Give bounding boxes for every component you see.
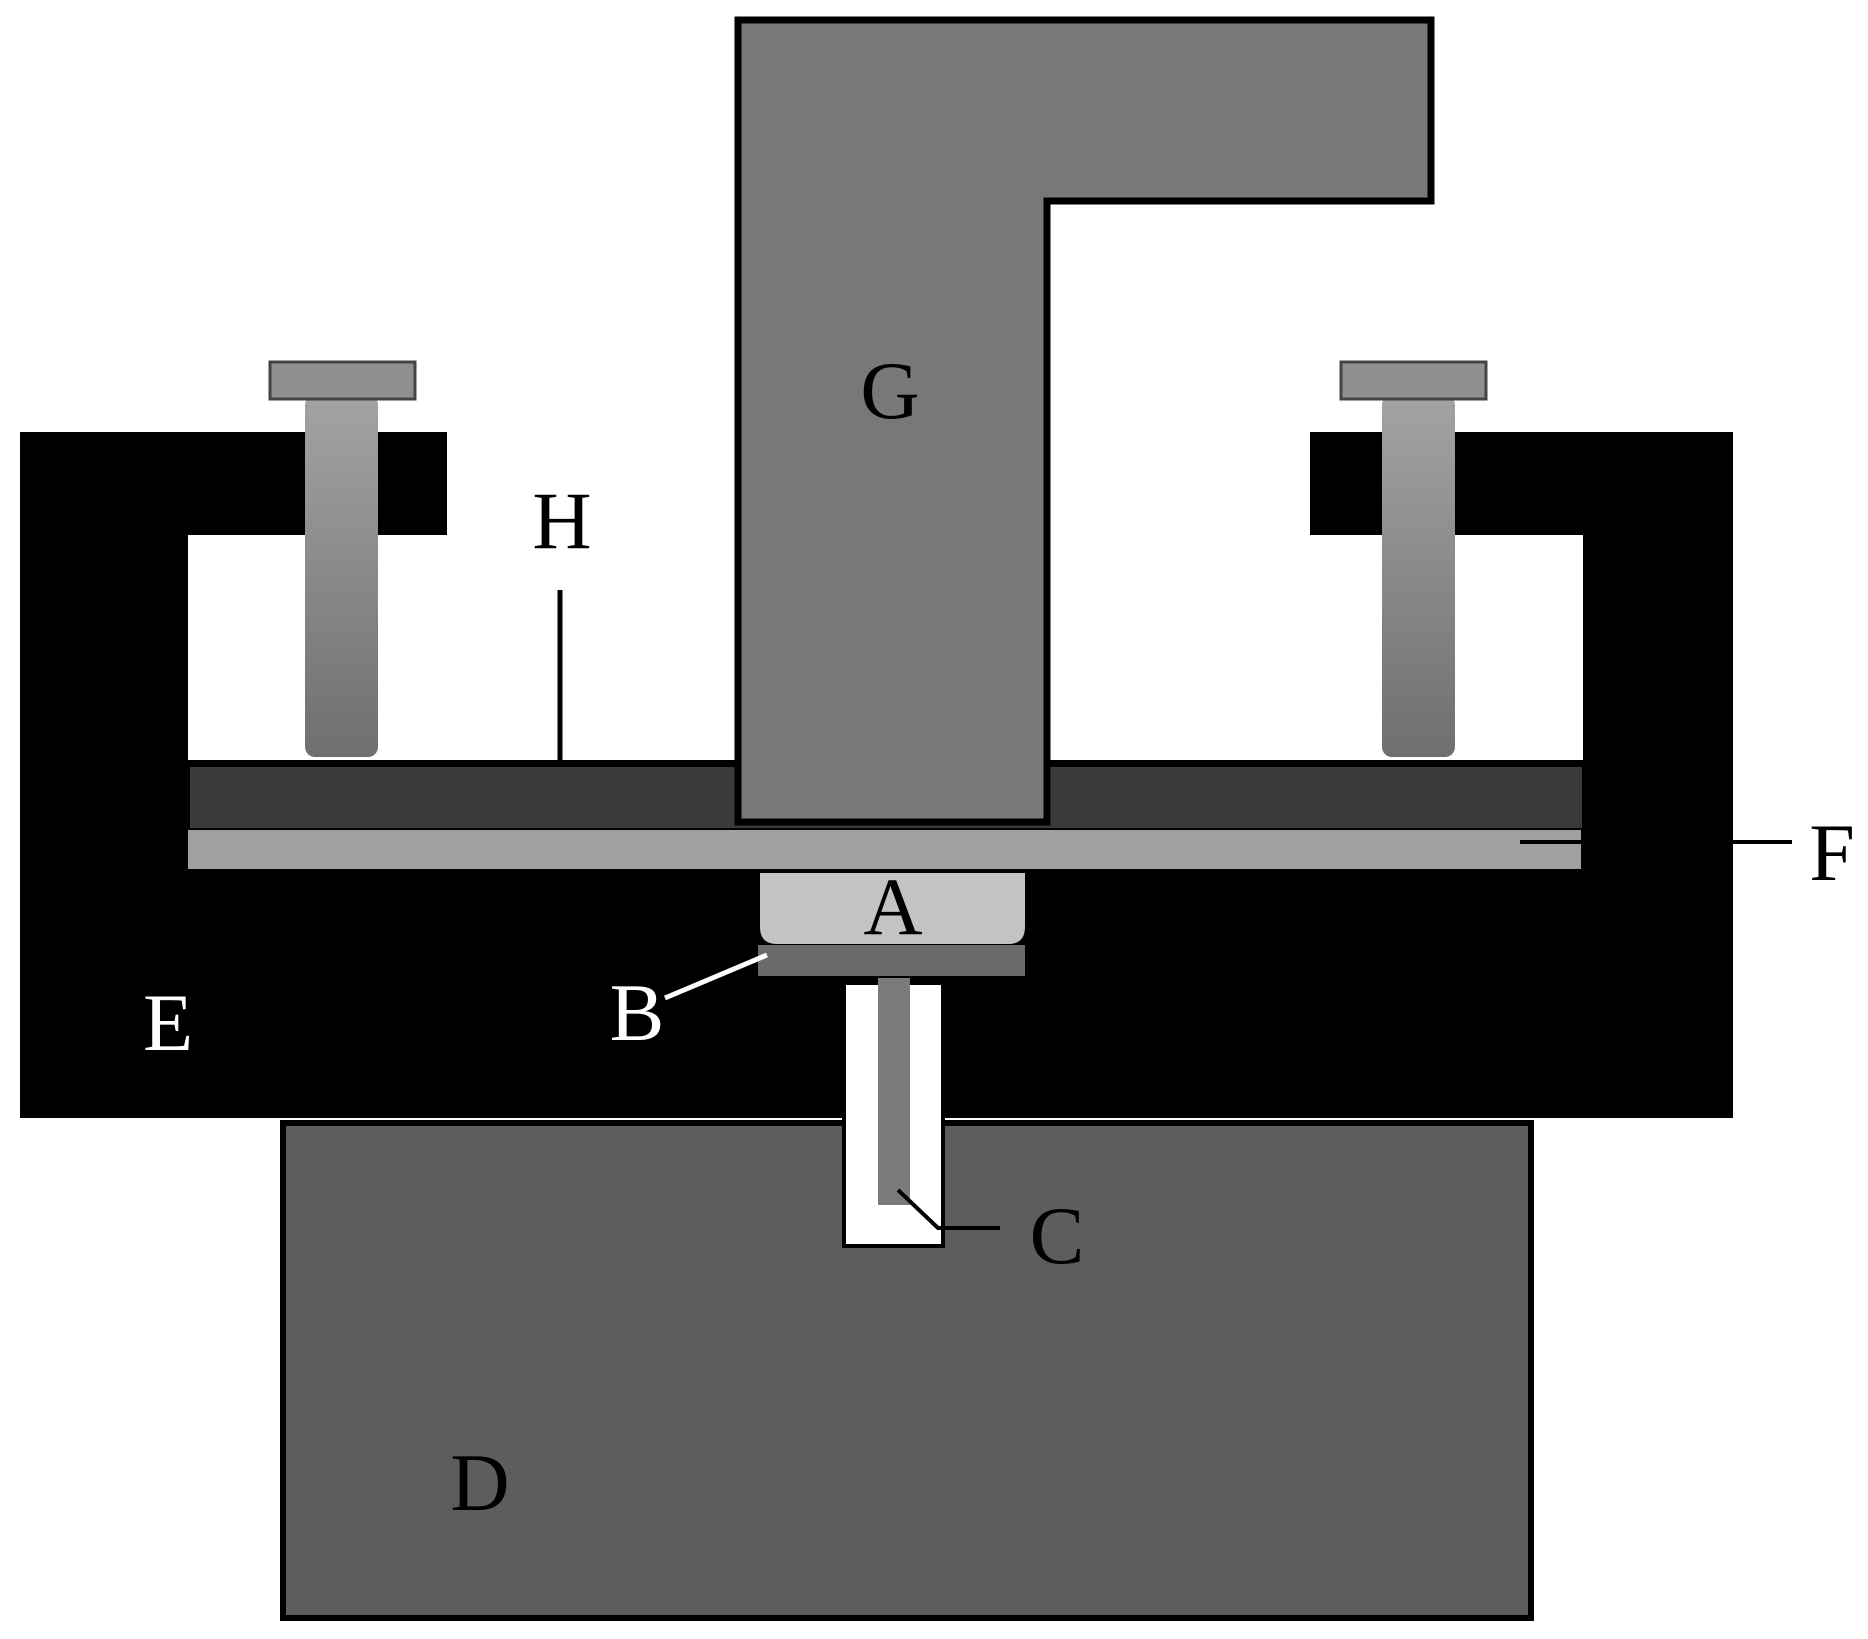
label-B: B — [610, 967, 665, 1058]
label-E: E — [143, 977, 193, 1068]
label-D: D — [450, 1437, 509, 1528]
label-H: H — [532, 475, 591, 566]
leader-line-B — [664, 952, 768, 1001]
probe-C — [878, 978, 910, 1205]
layer-B — [758, 945, 1025, 976]
right-screw-head — [1339, 360, 1488, 401]
leader-line-C — [896, 1188, 1000, 1230]
label-A: A — [863, 861, 922, 952]
label-C: C — [1030, 1190, 1085, 1281]
left-screw-head — [268, 360, 417, 401]
right-screw-shank — [1382, 395, 1455, 757]
label-G: G — [860, 345, 919, 436]
left-screw-shank — [305, 395, 378, 757]
insert-A — [760, 873, 1025, 944]
bar-G — [734, 16, 1435, 826]
label-F: F — [1809, 807, 1855, 898]
membrane-F — [188, 830, 1581, 869]
